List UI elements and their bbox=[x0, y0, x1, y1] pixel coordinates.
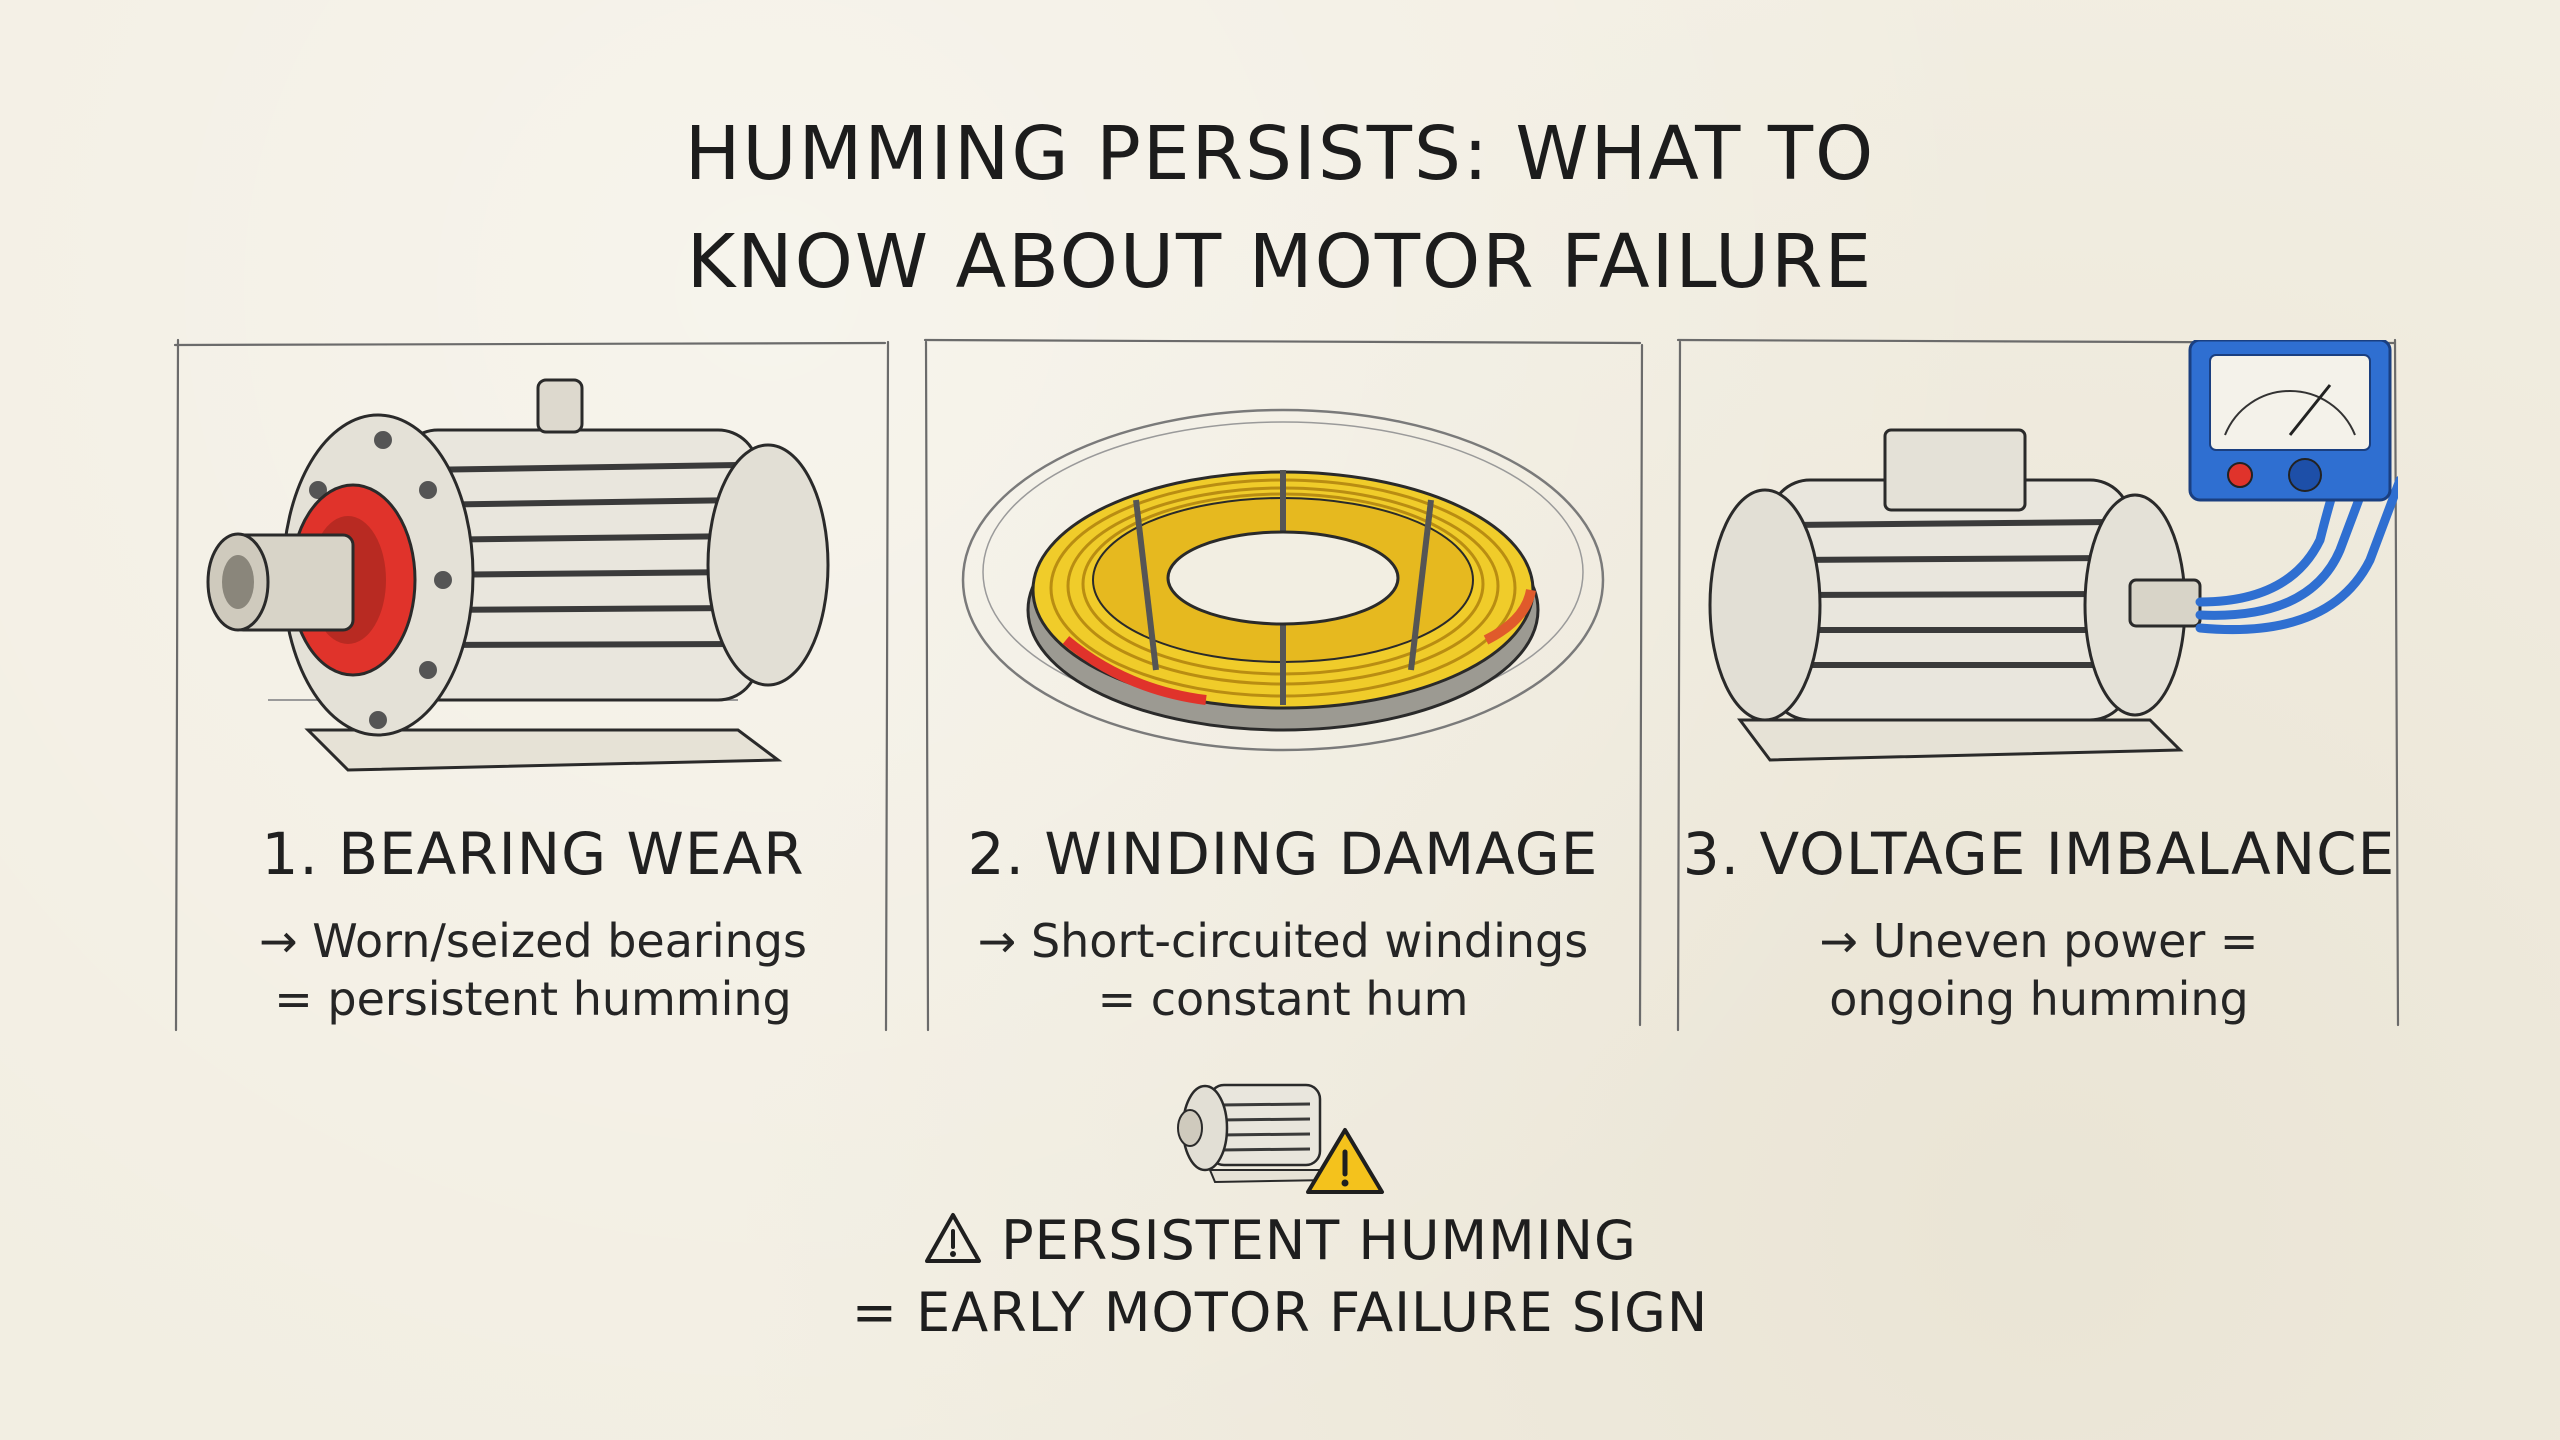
title-line-2: Know About Motor Failure bbox=[686, 219, 1874, 305]
cause-heading-winding: 2. Winding Damage bbox=[967, 820, 1599, 888]
cause-desc-line-1: → Uneven power = bbox=[1819, 914, 2259, 968]
cause-desc-bearing: → Worn/seized bearings = persistent humm… bbox=[178, 912, 888, 1028]
cause-desc-line-1: → Worn/seized bearings bbox=[259, 914, 807, 968]
page-title: Humming Persists: What to Know About Mot… bbox=[0, 100, 2560, 316]
cause-desc-voltage: → Uneven power = ongoing humming bbox=[1680, 912, 2398, 1028]
cause-panel-voltage: 3. Voltage Imbalance → Uneven power = on… bbox=[1680, 340, 2398, 1030]
motor-warning-icon bbox=[1177, 1083, 1384, 1194]
cause-panel-winding: 2. Winding Damage → Short-circuited wind… bbox=[926, 340, 1640, 1030]
motor-voltmeter-icon bbox=[1708, 340, 2398, 762]
coil-winding-icon bbox=[961, 408, 1605, 752]
summary-line-2: = Early Motor Failure Sign bbox=[851, 1281, 1709, 1344]
cause-heading-voltage: 3. Voltage Imbalance bbox=[1682, 820, 2396, 888]
cause-desc-line-2: = constant hum bbox=[1097, 972, 1469, 1026]
cause-desc-line-2: = persistent humming bbox=[274, 972, 792, 1026]
motor-bearing-icon bbox=[206, 378, 830, 772]
cause-desc-line-1: → Short-circuited windings bbox=[977, 914, 1589, 968]
warning-icon bbox=[925, 1213, 982, 1263]
cause-desc-line-2: ongoing humming bbox=[1829, 972, 2249, 1026]
summary-line-1: Persistent Humming bbox=[1001, 1209, 1637, 1272]
cause-heading-bearing: 1. Bearing Wear bbox=[261, 820, 805, 888]
cause-desc-winding: → Short-circuited windings = constant hu… bbox=[926, 912, 1640, 1028]
cause-panel-bearing: 1. Bearing Wear → Worn/seized bearings =… bbox=[178, 340, 888, 1030]
summary-callout: Persistent Humming = Early Motor Failure… bbox=[0, 1205, 2560, 1349]
title-line-1: Humming Persists: What to bbox=[684, 111, 1876, 197]
